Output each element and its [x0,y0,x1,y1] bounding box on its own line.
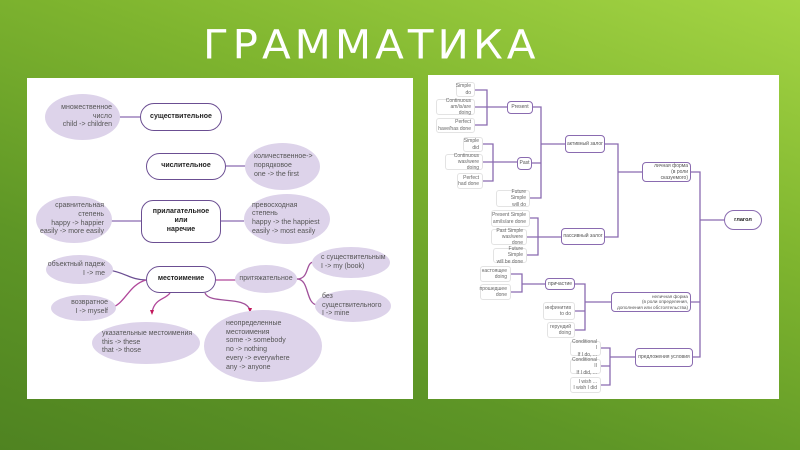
pronoun-node: местоимение [146,266,216,293]
conditional-sentences-node: предложения условия [635,348,693,367]
infinitive-box: инфинитив to do [543,302,575,320]
past-participle-box: прошедшее done [480,284,511,300]
passive-present-box: Present Simple am/is/are done [491,210,530,227]
with-noun-bubble: с существительным I -> my (book) [312,247,390,278]
past-node: Past [517,157,532,170]
present-continuous-box: Continuous am/is/are doing [436,98,475,116]
indefinite-bubble: неопределенные местоимения some -> someb… [204,310,322,382]
possessive-bubble: притяжательное [235,265,297,293]
objective-case-bubble: объектный падеж I -> me [46,255,113,284]
wish-box: I wish ... I wish I did [570,377,601,393]
reflexive-bubble: возвратное I -> myself [51,295,116,321]
conditional-1-box: Conditional I If I do, ... [570,339,601,358]
passive-voice-node: пассивный залог [561,228,605,245]
verb-node: глагол [724,210,762,230]
past-simple-box: Simple did [463,137,483,152]
ordinal-bubble: количественное-> порядковое one -> the f… [245,143,320,190]
finite-form-node: личная форма (в роли сказуемого) [642,162,691,182]
demonstrative-bubble: указательные местоимения this -> these t… [92,322,200,364]
past-continuous-box: Continuous was/were doing [445,153,483,171]
slide-title: ГРАММАТИКА [203,21,540,68]
gerund-box: герундий doing [547,322,575,338]
adjective-adverb-node: прилагательное или наречие [141,200,221,243]
conditional-2-box: Conditional II If I did, ... [570,357,601,376]
present-participle-box: настоящее doing [480,266,511,282]
passive-past-box: Past Simple was/were done [491,228,527,246]
noun-node: существительное [140,103,222,131]
future-simple-box: Future Simple will do [496,189,530,208]
participle-node: причастие [545,278,575,290]
numeral-node: числительное [146,153,226,180]
passive-future-box: Future Simple will be done [493,246,527,265]
present-simple-box: Simple do [456,82,475,97]
present-perfect-box: Perfect have/has done [436,118,475,133]
superlative-bubble: превосходная степень happy -> the happie… [244,194,330,244]
present-node: Present [507,101,533,114]
plural-bubble: множественное число child -> children [45,94,120,140]
comparative-bubble: сравнительная степень happy -> happier e… [36,196,112,243]
active-voice-node: активный залог [565,135,605,153]
without-noun-bubble: без существительного I -> mine [315,290,391,322]
past-perfect-box: Perfect had done [457,173,483,189]
nonfinite-form-node: неличная форма (в роли определения, допо… [611,292,691,312]
